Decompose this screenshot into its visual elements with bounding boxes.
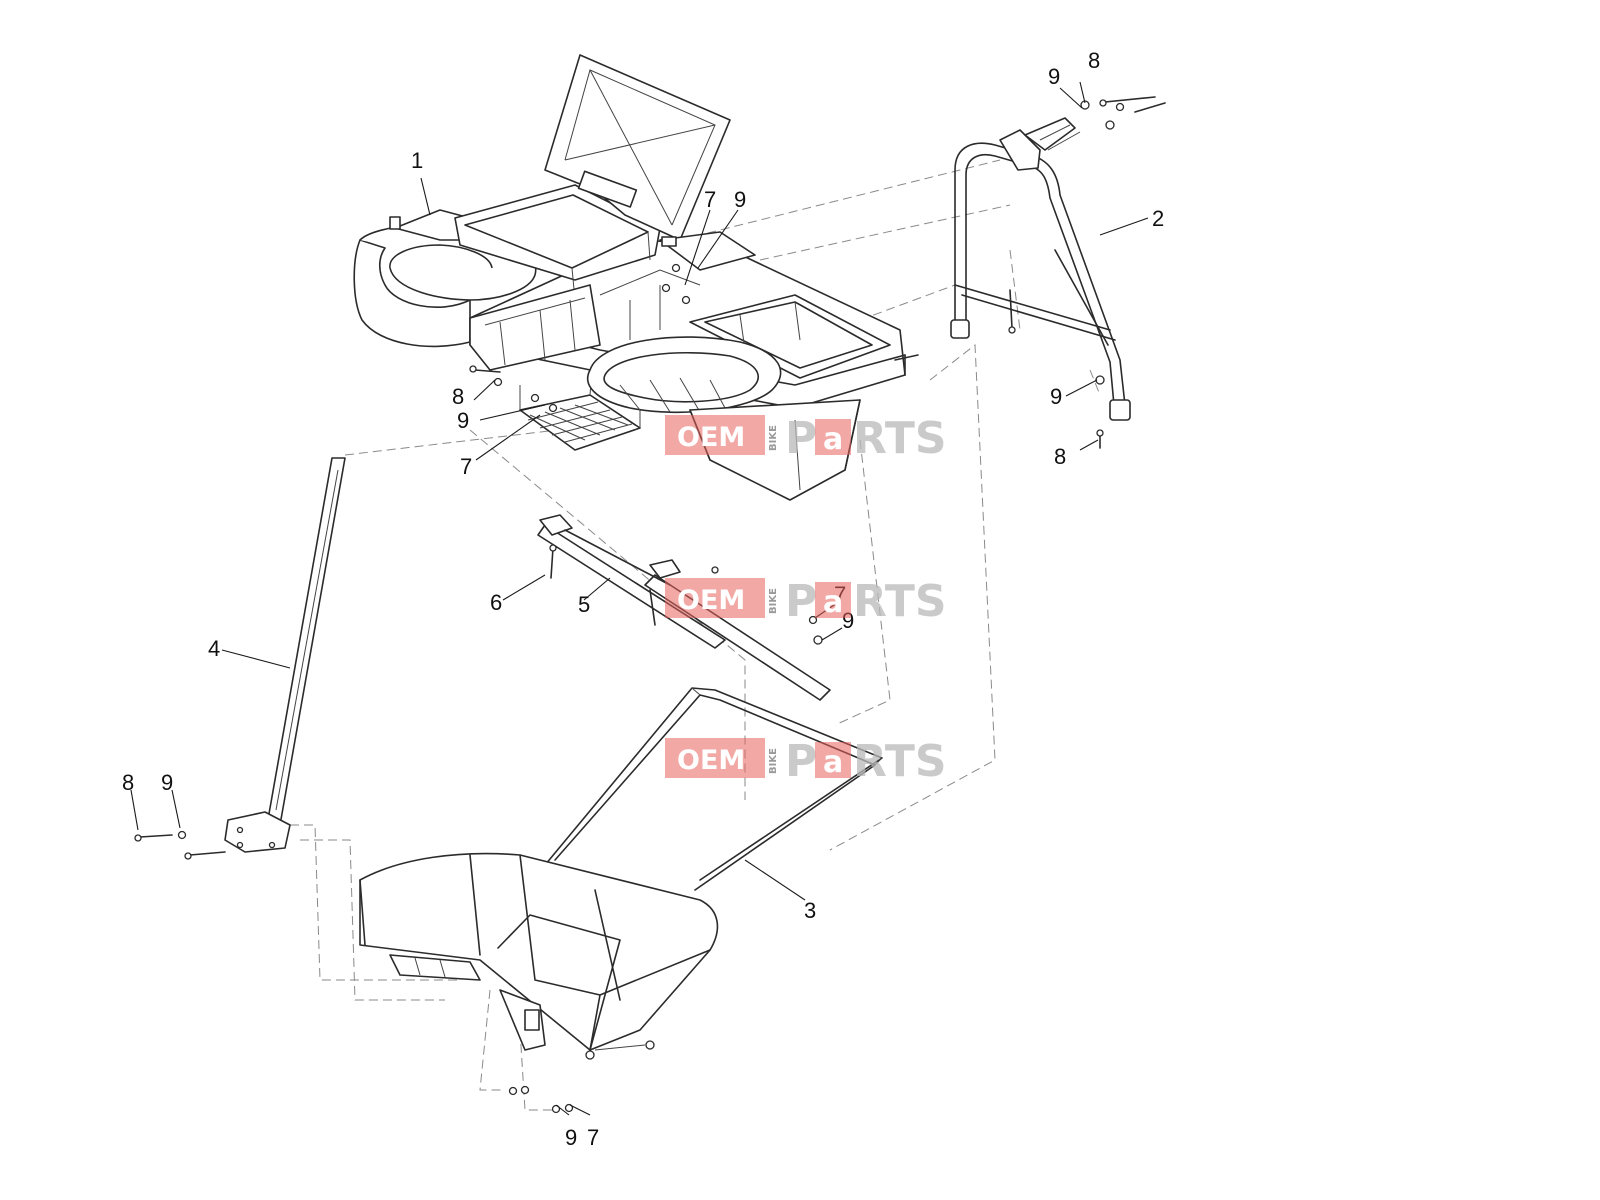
- watermark-a-box: [815, 419, 851, 455]
- callout-2: 2: [1152, 206, 1164, 231]
- callout-9-basket: 9: [457, 408, 469, 433]
- callout-labels: 1 2 3 4 5 6 7 7 7 7 8 8 8 8 9 9 9 9 9 9 …: [122, 48, 1164, 1150]
- watermark-oem-box: [665, 578, 765, 618]
- watermark-oem-box: [665, 738, 765, 778]
- watermark-bike-text: BIKE: [768, 425, 779, 451]
- watermark-oem-text: OEM: [677, 422, 745, 453]
- watermark-p-text: P: [785, 413, 817, 464]
- watermark-p-text: P: [785, 576, 817, 627]
- watermark-3: OEM BIKE P a RTS: [665, 736, 947, 787]
- watermark-oem-text: OEM: [677, 585, 745, 616]
- callout-9-handle: 9: [161, 770, 173, 795]
- part-3-lower-hopper: [359, 687, 883, 1060]
- part-6-pin: [549, 544, 557, 579]
- watermark-rts-text: RTS: [853, 576, 947, 627]
- callout-9-right-lower: 9: [1050, 384, 1062, 409]
- callout-8-right-lower: 8: [1054, 444, 1066, 469]
- callout-8-deck: 8: [452, 384, 464, 409]
- callout-6: 6: [490, 590, 502, 615]
- watermark-a-box: [815, 742, 851, 778]
- watermark-2: OEM BIKE P a RTS: [665, 576, 947, 627]
- watermark-rts-text: RTS: [853, 736, 947, 787]
- callout-3: 3: [804, 898, 816, 923]
- callout-7-bottom: 7: [587, 1125, 599, 1150]
- part-4-handle-post: [224, 457, 346, 853]
- callout-9-deck: 9: [734, 187, 746, 212]
- watermark-bike-text: BIKE: [768, 748, 779, 774]
- callout-1: 1: [411, 148, 423, 173]
- part-2-back-frame: [950, 117, 1131, 421]
- watermark-bike-text: BIKE: [768, 588, 779, 614]
- callout-7-basket: 7: [460, 454, 472, 479]
- callout-7-deck: 7: [704, 187, 716, 212]
- callout-9-bottom: 9: [565, 1125, 577, 1150]
- watermark-oem-box: [665, 415, 765, 455]
- watermark-a-text: a: [823, 422, 843, 457]
- callout-8-top-right: 8: [1088, 48, 1100, 73]
- fasteners: [134, 96, 1166, 1114]
- watermark-p-text: P: [785, 736, 817, 787]
- watermark-1: OEM BIKE P a RTS: [665, 413, 947, 464]
- callout-5: 5: [578, 592, 590, 617]
- watermark-rts-text: RTS: [853, 413, 947, 464]
- callout-8-handle: 8: [122, 770, 134, 795]
- watermark-oem-text: OEM: [677, 745, 745, 776]
- callout-9-top-right: 9: [1048, 64, 1060, 89]
- watermark-a-text: a: [823, 745, 843, 780]
- watermark-a-text: a: [823, 585, 843, 620]
- watermark-a-box: [815, 582, 851, 618]
- callout-4: 4: [208, 636, 220, 661]
